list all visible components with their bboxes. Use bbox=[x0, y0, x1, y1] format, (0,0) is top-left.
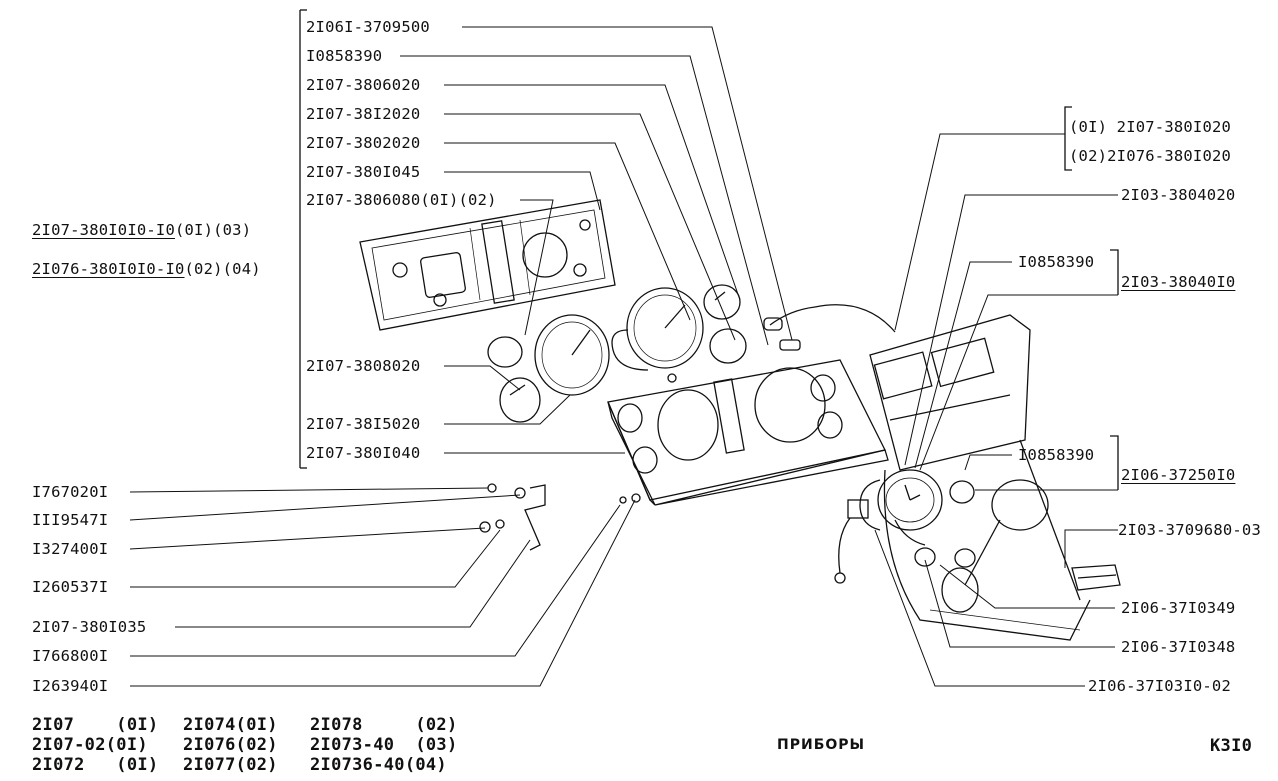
callout-r2: (02)2I076-380I020 bbox=[1069, 147, 1232, 165]
callout-b5: 2I07-380I035 bbox=[32, 618, 147, 636]
callout-r9: 2I06-37I0349 bbox=[1121, 599, 1236, 617]
small-gauges bbox=[487, 284, 747, 423]
callout-c6: 2I07-380I045 bbox=[306, 163, 421, 181]
cluster-housing-back bbox=[359, 199, 616, 331]
footer-col3-line3: 2I0736-40(04) bbox=[310, 755, 447, 775]
switch-block bbox=[1071, 564, 1121, 591]
clock bbox=[859, 469, 975, 531]
callout-r6: I0858390 bbox=[1018, 446, 1095, 464]
callout-r8: 2I03-3709680-03 bbox=[1118, 521, 1261, 539]
footer-col1-line1: 2I07 (0I) bbox=[32, 715, 159, 735]
callout-r10: 2I06-37I0348 bbox=[1121, 638, 1236, 656]
wiring bbox=[834, 499, 976, 584]
callout-c3: 2I07-3806020 bbox=[306, 76, 421, 94]
footer-col1-line3: 2I072 (0I) bbox=[32, 755, 159, 775]
callout-r1: (0I) 2I07-380I020 bbox=[1069, 118, 1232, 136]
assembly-a2-number: 2I076-380I0I0-I0 bbox=[32, 260, 185, 278]
callout-b2: III9547I bbox=[32, 511, 109, 529]
main-gauges bbox=[534, 287, 704, 396]
callout-b3: I327400I bbox=[32, 540, 109, 558]
fasteners bbox=[479, 483, 641, 551]
footer-col3-line2: 2I073-40 (03) bbox=[310, 735, 458, 755]
footer-col3-line1: 2I078 (02) bbox=[310, 715, 458, 735]
callout-c2: I0858390 bbox=[306, 47, 383, 65]
callout-c10: 2I07-380I040 bbox=[306, 444, 421, 462]
assembly-a1-number: 2I07-380I0I0-I0 bbox=[32, 221, 175, 239]
callout-b7: I263940I bbox=[32, 677, 109, 695]
callout-b1: I767020I bbox=[32, 483, 109, 501]
callout-r7: 2I06-37250I0 bbox=[1121, 466, 1236, 484]
dashboard bbox=[869, 314, 1091, 641]
callout-c1: 2I06I-3709500 bbox=[306, 18, 430, 36]
assembly-a1-suffix: (0I)(03) bbox=[174, 221, 252, 239]
callout-r5: 2I03-38040I0 bbox=[1121, 273, 1236, 291]
page-number: К3I0 bbox=[1210, 736, 1253, 756]
callout-c5: 2I07-3802020 bbox=[306, 134, 421, 152]
assembly-a2: 2I076-380I0I0-I0(02)(04) bbox=[32, 260, 261, 278]
page-title: ПРИБОРЫ bbox=[777, 737, 866, 753]
leader-lines bbox=[129, 26, 1118, 687]
assembly-a2-suffix: (02)(04) bbox=[184, 260, 261, 278]
callout-c4: 2I07-38I2020 bbox=[306, 105, 421, 123]
callout-b6: I766800I bbox=[32, 647, 109, 665]
callout-r11: 2I06-37I03I0-02 bbox=[1088, 677, 1231, 695]
footer-col1-line2: 2I07-02(0I) bbox=[32, 735, 148, 755]
assembly-a1: 2I07-380I0I0-I0(0I)(03) bbox=[32, 221, 251, 239]
cluster-bezel bbox=[607, 359, 889, 506]
footer-col2-line2: 2I076(02) bbox=[183, 735, 278, 755]
right-brackets bbox=[1064, 106, 1119, 490]
callout-b4: I260537I bbox=[32, 578, 109, 596]
callout-c7: 2I07-3806080(0I)(02) bbox=[306, 191, 497, 209]
cable bbox=[763, 304, 896, 351]
callout-r4: I0858390 bbox=[1018, 253, 1095, 271]
footer-col2-line3: 2I077(02) bbox=[183, 755, 278, 775]
left-bracket bbox=[299, 9, 307, 469]
callout-r3: 2I03-3804020 bbox=[1121, 186, 1236, 204]
callout-c9: 2I07-38I5020 bbox=[306, 415, 421, 433]
footer-col2-line1: 2I074(0I) bbox=[183, 715, 278, 735]
callout-c8: 2I07-3808020 bbox=[306, 357, 421, 375]
